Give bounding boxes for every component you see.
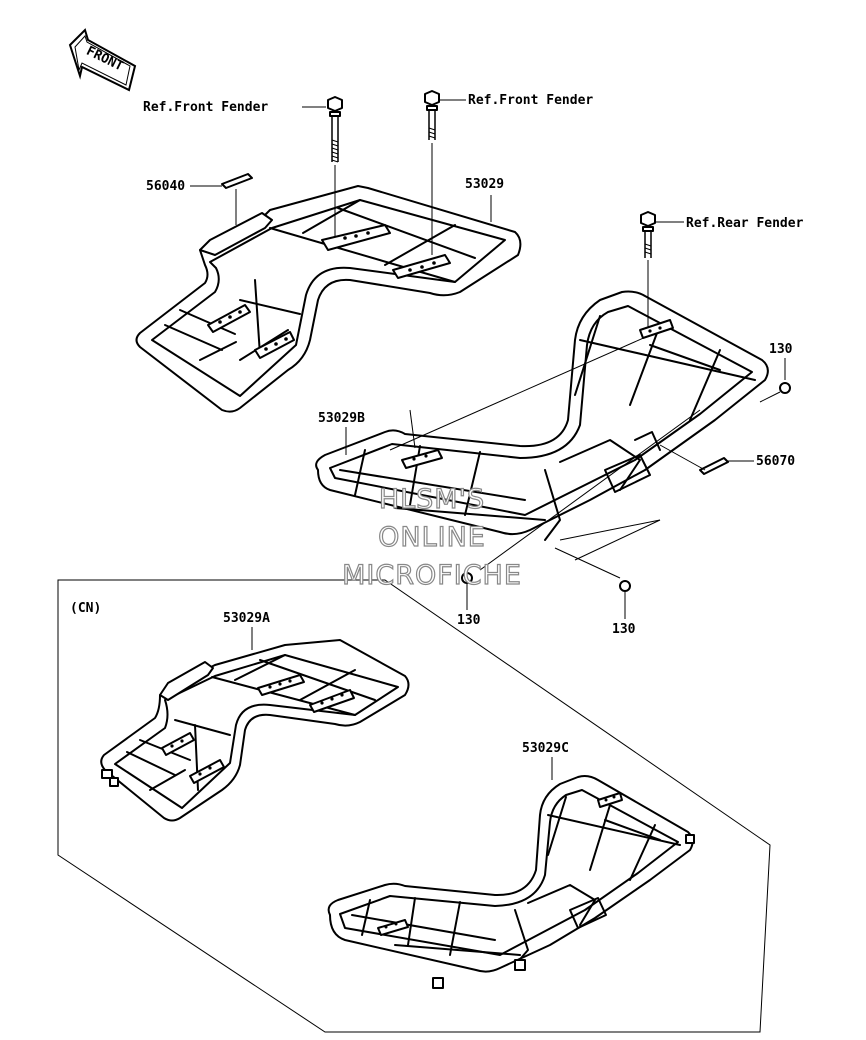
pad-56070	[699, 457, 729, 475]
watermark-line-1: HLSM'S	[379, 484, 485, 515]
part-53029C-label: 53029C	[522, 741, 569, 756]
ref-rear-fender-label: Ref.Rear Fender	[686, 216, 804, 231]
bolt-130-icon	[619, 580, 631, 592]
pad-56040	[221, 173, 253, 225]
cn-variant-box	[57, 579, 771, 1033]
bolt-130-icon	[461, 572, 473, 584]
rear-carrier-53029C	[327, 775, 695, 989]
part-53029A-label: 53029A	[223, 611, 270, 626]
part-56070-label: 56070	[756, 454, 795, 469]
watermark-line-3: MICROFICHE	[342, 560, 522, 591]
part-130-label-b: 130	[457, 613, 481, 628]
bolt-icon	[327, 96, 343, 245]
front-arrow-icon: FRONT	[68, 28, 137, 92]
part-130-label-c: 130	[612, 622, 636, 637]
cn-variant-label: (CN)	[70, 601, 101, 616]
part-53029-label: 53029	[465, 177, 504, 192]
front-carrier-53029A	[100, 639, 410, 822]
part-53029B-label: 53029B	[318, 411, 365, 426]
ref-front-fender-label-2: Ref.Front Fender	[468, 93, 593, 108]
part-130-label-a: 130	[769, 342, 793, 357]
bolt-icon	[424, 90, 440, 255]
part-56040-label: 56040	[146, 179, 185, 194]
watermark-line-2: ONLINE	[378, 522, 486, 553]
ref-front-fender-label-1: Ref.Front Fender	[143, 100, 268, 115]
front-carrier-53029	[135, 185, 522, 413]
bolt-130-icon	[759, 382, 791, 403]
bolt-icon	[640, 211, 656, 335]
rear-carrier-53029B	[315, 290, 791, 592]
watermark: HLSM'S ONLINE MICROFICHE	[341, 483, 522, 591]
